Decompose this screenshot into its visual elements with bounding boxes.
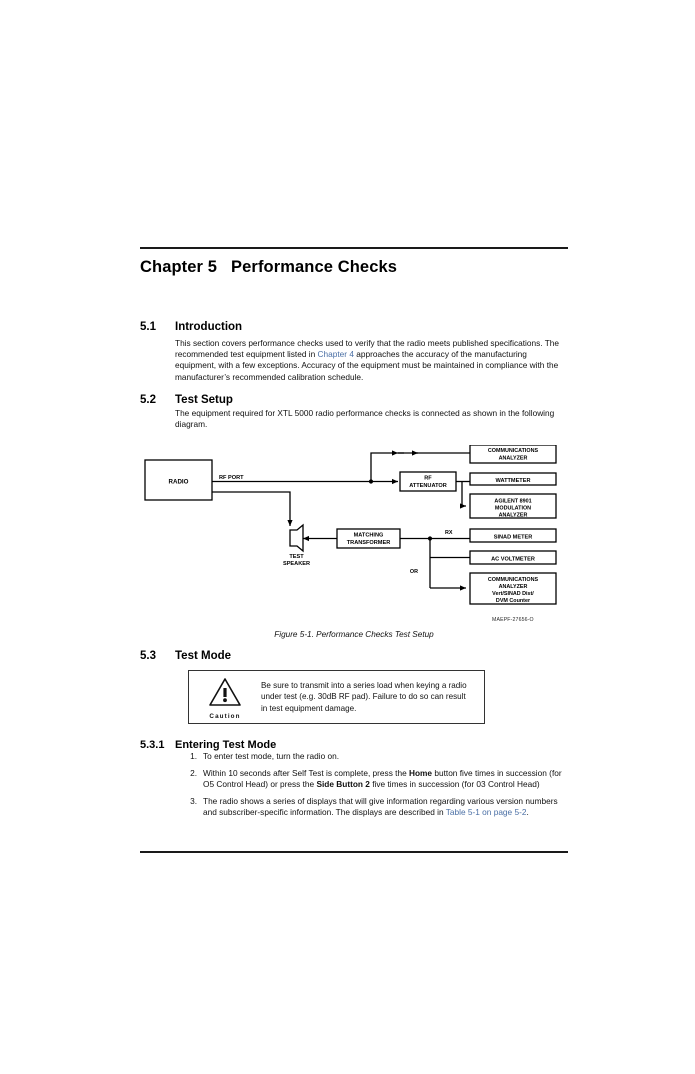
- list-item: 1. To enter test mode, turn the radio on…: [175, 751, 568, 762]
- diagram-label-ac-voltmeter: AC VOLTMETER: [491, 557, 535, 563]
- caution-text: Be sure to transmit into a series load w…: [261, 681, 467, 713]
- diagram-label-test-speaker-2: SPEAKER: [283, 561, 310, 567]
- link-chapter-4[interactable]: Chapter 4: [317, 349, 354, 360]
- list-item-text-a: The radio shows a series of displays tha…: [203, 795, 558, 818]
- heading-entering-test-mode-title: Entering Test Mode: [175, 739, 277, 751]
- list-item-text-b: button five times in succession (for O5 …: [203, 767, 562, 790]
- list-item-marker: 2.: [190, 767, 197, 778]
- heading-entering-test-mode-number: 5.3.1: [140, 739, 165, 751]
- caution-label: Caution: [209, 713, 241, 720]
- list-item-text: To enter test mode, turn the radio on.: [203, 751, 340, 761]
- introduction-text-a: This section covers performance checks u…: [175, 338, 559, 360]
- diagram-label-agilent-2: MODULATION: [495, 506, 531, 512]
- warning-triangle-icon: [209, 678, 241, 706]
- diagram-label-comm-analyzer-top-1: COMMUNICATIONS: [488, 448, 539, 454]
- diagram-label-radio: RADIO: [169, 479, 189, 486]
- header-rule: [140, 247, 568, 249]
- list-item-bold-home: Home: [408, 767, 433, 778]
- list-item-text-tail: .: [526, 807, 529, 818]
- introduction-paragraph: This section covers performance checks u…: [175, 338, 568, 383]
- diagram-label-comm-analyzer-bottom-2: ANALYZER: [499, 584, 528, 590]
- diagram-label-test-speaker-1: TEST: [289, 554, 304, 560]
- list-item-text-a: Within 10 seconds after Self Test is com…: [203, 767, 409, 778]
- footer-rule: [140, 851, 568, 853]
- figure-identifier: MAEPF-27656-O: [492, 617, 534, 623]
- entering-test-mode-steps: 1. To enter test mode, turn the radio on…: [175, 751, 568, 824]
- diagram-label-matching-transformer-1: MATCHING: [354, 533, 384, 539]
- diagram-label-rf-attenuator-2: ATTENUATOR: [409, 483, 447, 489]
- diagram-label-comm-analyzer-bottom-3: Vert/SINAD Dist/: [492, 591, 534, 597]
- heading-test-mode-number: 5.3: [140, 650, 156, 662]
- caution-icon-group: Caution: [197, 677, 253, 720]
- heading-test-setup-number: 5.2: [140, 394, 156, 406]
- heading-introduction-title: Introduction: [175, 321, 243, 333]
- test-setup-paragraph: The equipment required for XTL 5000 radi…: [175, 408, 555, 430]
- heading-test-setup-title: Test Setup: [175, 394, 233, 406]
- diagram-label-or: OR: [410, 569, 418, 575]
- diagram-label-rx: RX: [445, 530, 453, 536]
- diagram-label-rf-attenuator-1: RF: [424, 476, 432, 482]
- diagram-label-rf-port: RF PORT: [219, 475, 244, 481]
- diagram-label-wattmeter: WATTMETER: [495, 478, 530, 484]
- diagram-label-comm-analyzer-top-2: ANALYZER: [499, 456, 528, 462]
- link-table-5-1[interactable]: Table 5-1 on page 5-2: [445, 807, 527, 818]
- heading-introduction-number: 5.1: [140, 321, 156, 333]
- diagram-label-agilent-1: AGILENT 8901: [494, 499, 531, 505]
- list-item-marker: 3.: [190, 795, 197, 806]
- list-item: 3. The radio shows a series of displays …: [175, 796, 568, 819]
- list-item-text-c: five times in succession (for 03 Control…: [369, 779, 540, 790]
- list-item-bold-side-button-2: Side Button 2: [316, 779, 370, 790]
- figure-caption: Figure 5-1. Performance Checks Test Setu…: [274, 630, 434, 639]
- diagram-label-sinad-meter: SINAD METER: [494, 535, 533, 541]
- diagram-label-comm-analyzer-bottom-1: COMMUNICATIONS: [488, 577, 539, 583]
- heading-test-mode-title: Test Mode: [175, 650, 232, 662]
- page-title: Chapter 5 Performance Checks: [140, 258, 398, 276]
- caution-callout: Caution Be sure to transmit into a serie…: [188, 670, 485, 724]
- diagram-label-matching-transformer-2: TRANSFORMER: [347, 540, 391, 546]
- introduction-text-b: approaches the accuracy of the manufactu…: [175, 349, 559, 382]
- diagram-label-comm-analyzer-bottom-4: DVM Counter: [496, 598, 531, 604]
- list-item: 2. Within 10 seconds after Self Test is …: [175, 768, 568, 791]
- performance-checks-test-setup-diagram: RADIO RF ATTENUATOR MATCHING TRANSFORMER…: [140, 445, 568, 620]
- list-item-marker: 1.: [190, 751, 197, 761]
- diagram-label-agilent-3: ANALYZER: [499, 513, 528, 519]
